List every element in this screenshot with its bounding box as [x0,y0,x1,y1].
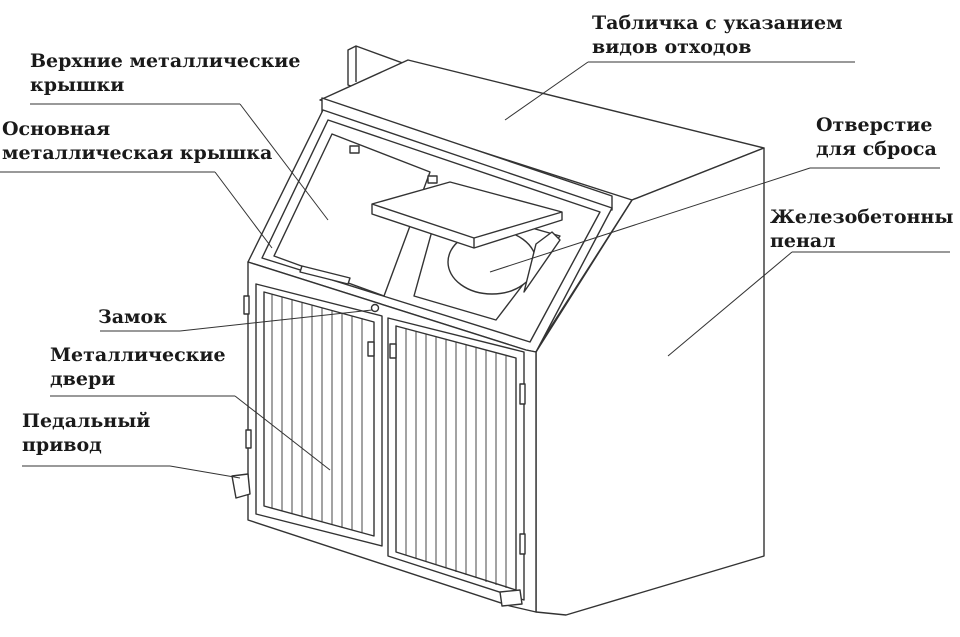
label-main-lid: Основная металлическая крышка [2,117,272,165]
label-concrete-case-line-1: Железобетонны [770,206,954,228]
label-pedal-drive-line-2: привод [22,434,102,456]
label-metal-doors: Металлические двери [50,343,226,391]
label-upper-lids: Верхние металлические крышки [30,49,301,97]
label-upper-lids-line-2: крышки [30,74,125,96]
label-upper-lids-line-1: Верхние металлические [30,50,301,72]
metal-door-right [387,317,525,601]
leader-pedal-drive [22,465,241,479]
lock [370,303,380,313]
label-metal-doors-line-2: двери [50,368,116,390]
label-drop-opening-line-1: Отверстие [816,114,933,136]
leader-sign [504,61,855,121]
label-sign-line-1: Табличка с указанием [592,12,843,34]
leader-concrete-case [667,251,950,357]
label-drop-opening: Отверстие для сброса [816,113,937,161]
label-sign: Табличка с указанием видов отходов [592,11,843,59]
label-concrete-case: Железобетонны пенал [770,205,953,253]
raised-lid-plate [371,181,563,249]
leader-upper-lids [30,103,329,221]
label-concrete-case-line-2: пенал [770,230,836,252]
label-lock-line-1: Замок [98,306,167,328]
leader-main-lid [0,171,273,249]
label-sign-line-2: видов отходов [592,36,752,58]
upper-lid-left [273,133,438,297]
pedal-drive [231,473,523,607]
concrete-case [319,59,765,616]
leader-drop-opening [489,167,940,273]
label-main-lid-line-1: Основная [2,118,111,140]
door-hinges [243,295,526,555]
label-main-lid-line-2: металлическая крышка [2,142,273,164]
label-pedal-drive: Педальный привод [22,409,150,457]
label-metal-doors-line-1: Металлические [50,344,226,366]
top-ledge [321,97,613,211]
label-lock: Замок [98,305,167,329]
leader-lock [100,309,373,332]
leader-metal-doors [50,395,331,471]
metal-door-left [255,283,383,547]
label-pedal-drive-line-1: Педальный [22,410,151,432]
label-drop-opening-line-2: для сброса [816,138,937,160]
